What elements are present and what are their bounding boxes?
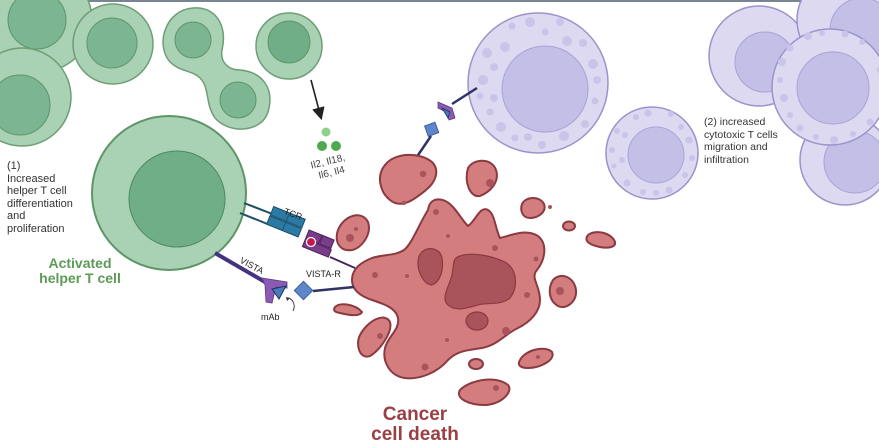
helper-t-cell: [72, 3, 154, 85]
helper-note-line: helper T cell: [7, 185, 67, 197]
mab-antibody: [271, 285, 295, 312]
helper-note-line: proliferation: [7, 222, 65, 235]
cytotoxic-t-cell-cluster: [467, 0, 879, 206]
helper-note-line: and: [7, 210, 26, 222]
activated-label-line: Activated: [48, 255, 112, 271]
helper-note-line: Increased: [7, 172, 56, 185]
helper-note-line: differentiation: [7, 197, 73, 210]
activated-helper-t-cell: [91, 115, 247, 271]
cancer-nucleoli: [346, 170, 564, 391]
cytotoxic-t-cell: [771, 28, 879, 146]
cancer-cell-death-label: Cancer cell death: [365, 405, 465, 445]
helper-note-line: (1): [7, 160, 21, 172]
mab-label: mAb: [261, 312, 280, 322]
vista-r-receptor: [293, 280, 355, 301]
cancer-label-line: cell death: [371, 424, 459, 445]
cytotoxic-note-line: migration and: [704, 141, 768, 153]
cytotoxic-receptor: [412, 86, 478, 162]
helper-t-cell: [0, 47, 72, 147]
cytotoxic-note-line: cytotoxic T cells: [704, 128, 778, 141]
dividing-helper-t-cell: [162, 7, 271, 130]
helper-t-cell-cluster: [0, 0, 323, 147]
top-border: [0, 0, 879, 2]
cytotoxic-t-cell-note: (2) increased cytotoxic T cells migratio…: [704, 116, 814, 166]
tcr-complex: [239, 202, 356, 269]
secretion-arrow: [310, 79, 325, 121]
cytotoxic-note-line: infiltration: [704, 153, 749, 166]
helper-t-cell-note: (1) Increased helper T cell differentiat…: [7, 160, 102, 235]
cytotoxic-note-line: (2) increased: [704, 116, 766, 128]
cytotoxic-t-cell: [605, 106, 699, 200]
helper-t-cell: [255, 12, 323, 80]
cytokine-dots: [317, 127, 341, 151]
activated-helper-t-cell-label: Activated helper T cell: [25, 256, 135, 286]
cytotoxic-t-cell: [467, 12, 609, 154]
vista-r-label: VISTA-R: [306, 269, 341, 279]
cancer-cell-internals: [417, 248, 516, 331]
cancer-label-line: Cancer: [382, 404, 448, 425]
activated-label-line: helper T cell: [39, 270, 121, 286]
